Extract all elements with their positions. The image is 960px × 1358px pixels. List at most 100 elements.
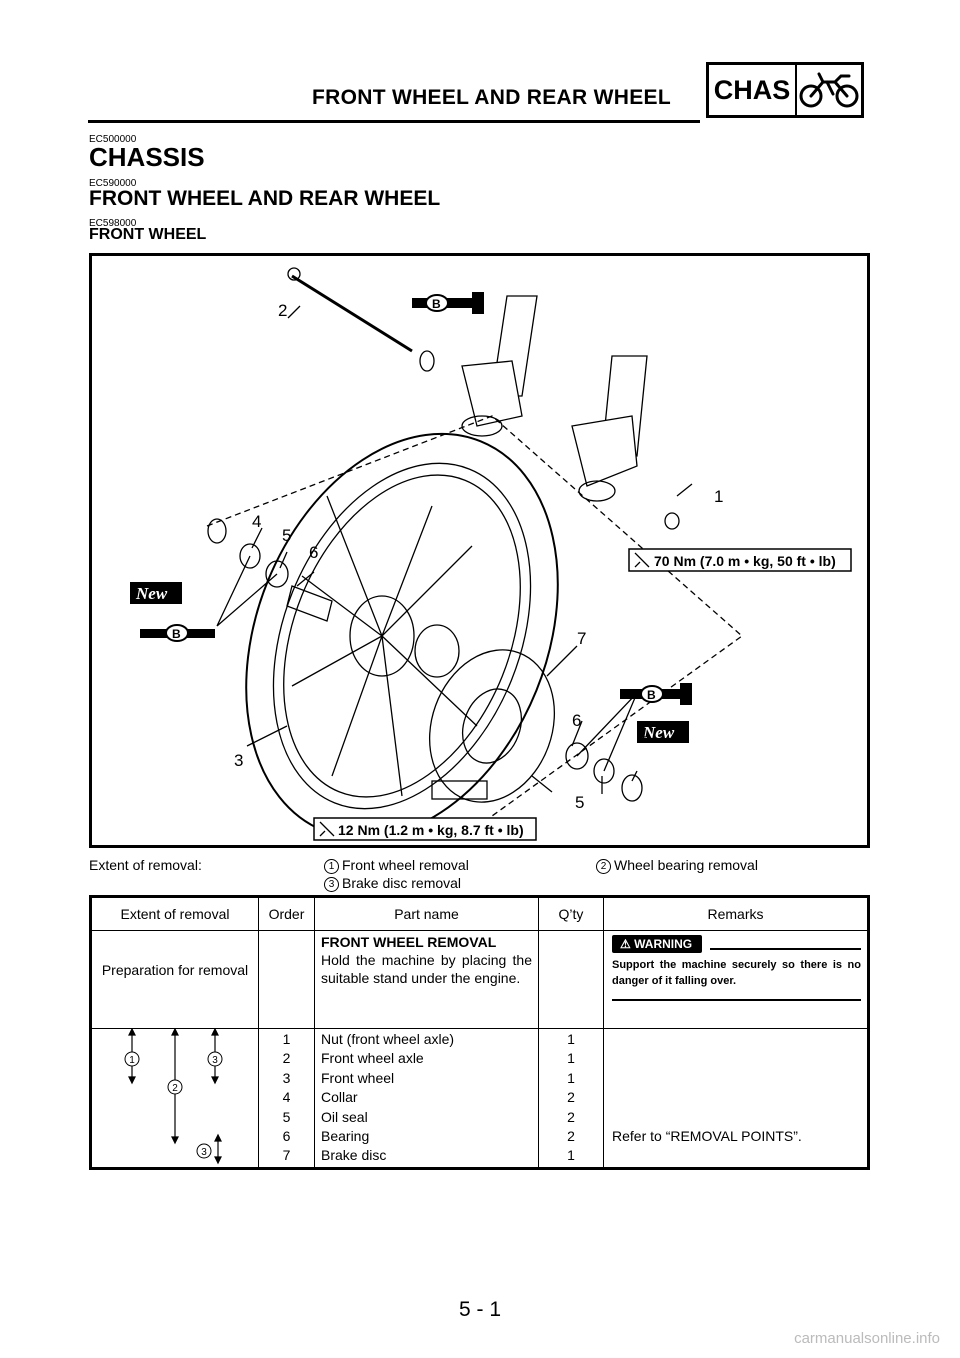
callout-4: 4 bbox=[252, 512, 261, 531]
page-number: 5 - 1 bbox=[458, 1298, 502, 1321]
table-row-parts: 1 3 2 3 1 2 3 4 5 6 7 Nut (front wheel a… bbox=[90, 1028, 869, 1169]
order-6: 6 bbox=[282, 1127, 291, 1144]
warning-icon: ⚠ bbox=[620, 937, 631, 951]
prep-extent: Preparation for removal bbox=[90, 930, 259, 1029]
remark-3 bbox=[612, 1069, 866, 1088]
part-3: Front wheel bbox=[321, 1069, 395, 1086]
col-part: Part name bbox=[314, 896, 539, 931]
warning-box: ⚠ WARNING Support the machine securely s… bbox=[603, 930, 869, 1029]
qty-3: 1 bbox=[567, 1069, 575, 1086]
svg-text:B: B bbox=[432, 297, 441, 311]
new-part-tag: New bbox=[130, 582, 182, 604]
extent-text-3: Brake disc removal bbox=[342, 875, 462, 891]
grease-icon: B bbox=[412, 292, 484, 314]
new-part-tag: New bbox=[637, 721, 689, 743]
warning-text: Support the machine securely so there is… bbox=[612, 959, 861, 987]
order-3: 3 bbox=[282, 1069, 291, 1086]
section-badge-label: CHAS bbox=[709, 65, 797, 115]
svg-text:12 Nm (1.2 m • kg, 8.7 ft • lb: 12 Nm (1.2 m • kg, 8.7 ft • lb) bbox=[338, 822, 524, 838]
callout-5: 5 bbox=[282, 526, 291, 545]
callout-7: 7 bbox=[577, 629, 586, 648]
qty-6: 2 bbox=[567, 1127, 575, 1144]
section-heading: FRONT WHEEL AND REAR WHEEL bbox=[89, 187, 441, 210]
order-7: 7 bbox=[282, 1147, 291, 1164]
part-column: Nut (front wheel axle) Front wheel axle … bbox=[314, 1028, 539, 1169]
remark-6: Refer to “REMOVAL POINTS”. bbox=[612, 1127, 802, 1144]
svg-text:New: New bbox=[135, 584, 168, 603]
bracket-label-3: 3 bbox=[212, 1055, 218, 1066]
remark-5 bbox=[612, 1108, 866, 1127]
extent-num-1: 1 bbox=[324, 859, 339, 874]
part-7: Brake disc bbox=[321, 1147, 387, 1164]
svg-text:B: B bbox=[172, 627, 181, 641]
extent-brackets: 1 3 2 3 bbox=[90, 1028, 259, 1169]
bracket-label-2: 2 bbox=[172, 1083, 178, 1094]
exploded-view-figure: B B B New New 2 1 4 3 5 6 bbox=[89, 253, 870, 848]
callout-5b: 5 bbox=[575, 793, 584, 812]
grease-icon: B bbox=[620, 683, 692, 705]
part-2: Front wheel axle bbox=[321, 1050, 424, 1067]
callout-1: 1 bbox=[714, 487, 723, 506]
torque-spec-bottom: 12 Nm (1.2 m • kg, 8.7 ft • lb) bbox=[313, 817, 537, 841]
callout-4b: 4 bbox=[637, 725, 646, 744]
remarks-column: Refer to “REMOVAL POINTS”. bbox=[603, 1028, 869, 1169]
remark-1 bbox=[612, 1030, 866, 1049]
section-badge: CHAS bbox=[706, 62, 864, 118]
callout-6: 6 bbox=[309, 543, 318, 562]
remark-4 bbox=[612, 1088, 866, 1107]
motorcycle-icon bbox=[797, 65, 861, 115]
prep-part-title: FRONT WHEEL REMOVAL bbox=[321, 934, 497, 950]
remark-2 bbox=[612, 1049, 866, 1068]
part-5: Oil seal bbox=[321, 1108, 368, 1125]
part-1: Nut (front wheel axle) bbox=[321, 1031, 455, 1047]
qty-column: 1 1 1 2 2 2 1 bbox=[538, 1028, 604, 1169]
extent-num-3: 3 bbox=[324, 877, 339, 892]
order-4: 4 bbox=[282, 1089, 291, 1106]
svg-text:B: B bbox=[647, 688, 656, 702]
qty-4: 2 bbox=[567, 1089, 575, 1106]
extent-num-2: 2 bbox=[596, 859, 611, 874]
table-row-prep: Preparation for removal FRONT WHEEL REMO… bbox=[90, 930, 869, 1029]
subsection-heading: FRONT WHEEL bbox=[89, 226, 207, 243]
warning-label: WARNING bbox=[634, 937, 693, 951]
section-code-2: EC590000 bbox=[89, 178, 137, 189]
prep-part-text: Hold the machine by placing the suitable… bbox=[321, 952, 532, 986]
prep-part: FRONT WHEEL REMOVAL Hold the machine by … bbox=[314, 930, 539, 1029]
watermark: carmanualsonline.info bbox=[794, 1330, 940, 1347]
grease-icon: B bbox=[140, 624, 215, 642]
callout-2: 2 bbox=[278, 301, 287, 320]
bracket-label-3b: 3 bbox=[201, 1147, 207, 1158]
callout-6b: 6 bbox=[572, 711, 581, 730]
part-6: Bearing bbox=[321, 1127, 370, 1144]
header-rule bbox=[88, 120, 700, 123]
svg-text:New: New bbox=[642, 723, 675, 742]
qty-2: 1 bbox=[567, 1050, 575, 1067]
col-order: Order bbox=[258, 896, 315, 931]
remark-7 bbox=[612, 1146, 866, 1165]
extent-text-1: Front wheel removal bbox=[342, 857, 469, 873]
section-code-1: EC500000 bbox=[89, 134, 137, 145]
col-remarks: Remarks bbox=[603, 896, 869, 931]
qty-1: 1 bbox=[567, 1031, 575, 1047]
order-1: 1 bbox=[282, 1031, 291, 1047]
col-qty: Q’ty bbox=[538, 896, 604, 931]
qty-7: 1 bbox=[567, 1147, 575, 1164]
extent-text-2: Wheel bearing removal bbox=[614, 857, 758, 873]
callout-3: 3 bbox=[234, 751, 243, 770]
extent-label: Extent of removal: bbox=[89, 857, 202, 873]
warning-badge: ⚠ WARNING bbox=[612, 935, 703, 953]
order-5: 5 bbox=[282, 1108, 291, 1125]
col-extent: Extent of removal bbox=[90, 896, 259, 931]
order-column: 1 2 3 4 5 6 7 bbox=[258, 1028, 315, 1169]
page-header-title: FRONT WHEEL AND REAR WHEEL bbox=[312, 86, 671, 109]
section-code-3: EC598000 bbox=[89, 218, 137, 229]
part-4: Collar bbox=[321, 1089, 358, 1106]
bracket-label-1: 1 bbox=[129, 1055, 135, 1066]
torque-spec-top: 70 Nm (7.0 m • kg, 50 ft • lb) bbox=[628, 548, 852, 572]
svg-text:70 Nm (7.0 m • kg, 50 ft • lb): 70 Nm (7.0 m • kg, 50 ft • lb) bbox=[654, 553, 836, 569]
qty-5: 2 bbox=[567, 1108, 575, 1125]
order-2: 2 bbox=[282, 1050, 291, 1067]
